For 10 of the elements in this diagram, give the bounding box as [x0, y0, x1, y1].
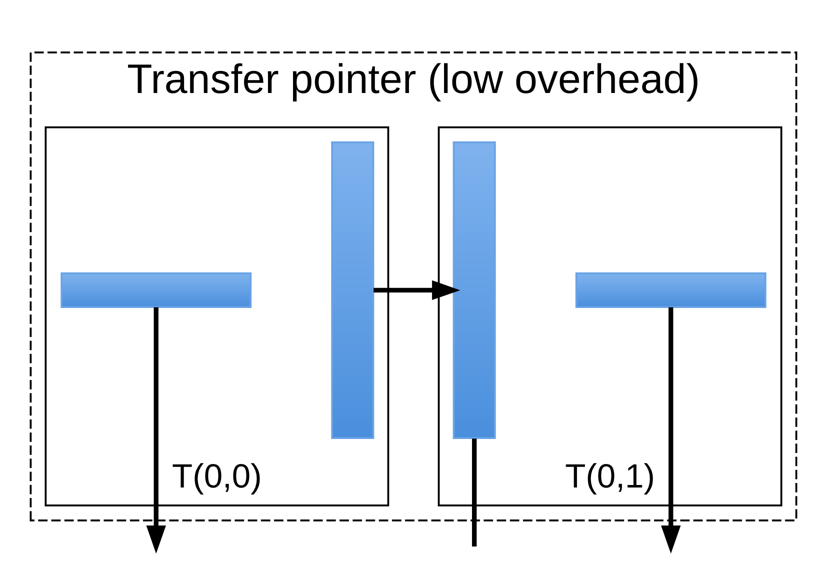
cluster: T(0,1)	[438, 126, 782, 506]
connector	[472, 438, 477, 546]
node-bar	[575, 272, 766, 308]
arrow	[374, 280, 460, 300]
node-bar	[60, 272, 252, 308]
cluster: T(0,0)	[44, 126, 390, 506]
arrow	[146, 306, 166, 554]
node-bar	[331, 140, 374, 438]
arrow	[661, 306, 681, 554]
node-bar	[452, 140, 496, 438]
